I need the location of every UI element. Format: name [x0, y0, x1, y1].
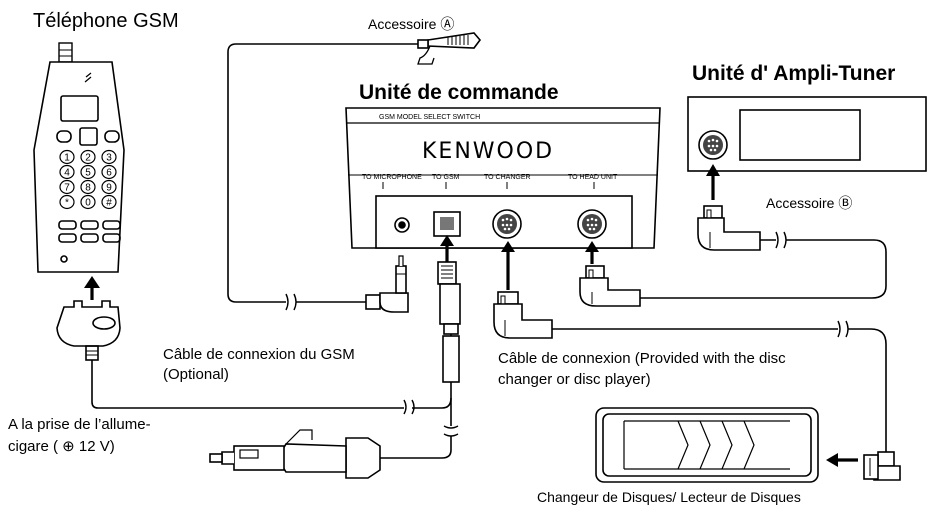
phone-key-label: 9	[106, 183, 112, 194]
lighter-plug	[209, 429, 452, 479]
conn-cable-label-line2: changer or disc player)	[498, 371, 651, 388]
adapter-cable	[91, 360, 412, 409]
phone-key	[80, 194, 96, 210]
gsm-cable-lower	[412, 382, 452, 409]
head-unit-arrow	[585, 241, 599, 264]
amp-tuner-unit	[687, 96, 927, 172]
port-label-head-unit: TO HEAD UNIT	[568, 174, 618, 181]
port-label-changer: TO CHANGER	[484, 174, 531, 181]
phone-key-label: 1	[64, 153, 70, 164]
phone-key	[101, 149, 117, 165]
phone-key-label: *	[65, 198, 69, 209]
changer-input-arrow	[826, 453, 858, 467]
port-head-unit	[577, 209, 607, 239]
amp-tuner-title: Unité d' Ampli-Tuner	[692, 62, 896, 85]
phone-key-label: 6	[106, 168, 112, 179]
gsm-plug	[437, 261, 461, 335]
lighter-label-line2: cigare ( ⊕ 12 V)	[8, 438, 115, 455]
gsm-ferrite	[442, 335, 460, 383]
phone-key-label: #	[106, 198, 112, 209]
phone-key	[80, 149, 96, 165]
changer-end-plug	[863, 451, 901, 481]
phone-key	[59, 194, 75, 210]
phone-adapter	[56, 300, 121, 361]
port-gsm	[433, 211, 461, 237]
phone-title: Téléphone GSM	[33, 10, 179, 32]
amp-tuner-plug	[697, 205, 761, 251]
phone-key-label: 3	[106, 153, 112, 164]
adapter-cable-break	[403, 399, 415, 415]
gsm-cable-label-line2: (Optional)	[163, 366, 229, 383]
accessory-b-label: Accessoire Ⓑ	[766, 195, 853, 211]
changer-arrow	[501, 241, 515, 290]
phone-key	[101, 194, 117, 210]
changer-plug	[493, 291, 553, 339]
phone-key-label: 2	[85, 153, 91, 164]
head-unit-cable	[640, 239, 887, 299]
mic-plug	[365, 255, 409, 313]
phone-key-label: 5	[85, 168, 91, 179]
lighter-label-line1: A la prise de l’allume-	[8, 416, 151, 433]
amp-tuner-arrow	[706, 164, 720, 200]
port-microphone	[394, 217, 410, 233]
phone-keypad: 1 2 3 4 5 6 7 8 9 * 0 #	[59, 149, 117, 210]
phone-key-label: 0	[85, 198, 91, 209]
gsm-cable-break	[443, 425, 459, 437]
gsm-arrow	[440, 235, 454, 262]
control-unit-title: Unité de commande	[359, 81, 559, 104]
phone-key	[80, 179, 96, 195]
phone-key-label: 8	[85, 183, 91, 194]
phone-key	[59, 164, 75, 180]
select-switch-label: GSM MODEL SELECT SWITCH	[379, 114, 480, 121]
changer-cable-break	[837, 320, 849, 338]
phone-key	[80, 164, 96, 180]
phone-key	[101, 164, 117, 180]
conn-cable-label-line1: Câble de connexion (Provided with the di…	[498, 350, 786, 367]
phone-key	[59, 179, 75, 195]
gsm-phone: 1 2 3 4 5 6 7 8 9 * 0 #	[33, 42, 125, 273]
port-label-microphone: TO MICROPHONE	[362, 174, 422, 181]
accessory-a-label: Accessoire Ⓐ	[368, 16, 455, 32]
phone-key-label: 4	[64, 168, 70, 179]
phone-key-label: 7	[64, 183, 70, 194]
phone-key	[101, 179, 117, 195]
changer-cable	[552, 328, 887, 452]
mic-cable-break	[285, 293, 297, 311]
head-unit-plug	[579, 265, 641, 307]
gsm-cable-label-line1: Câble de connexion du GSM	[163, 346, 355, 363]
head-unit-cable-break	[775, 231, 787, 249]
kenwood-logo: KENWOOD	[422, 139, 554, 164]
adapter-arrow	[84, 276, 100, 300]
microphone-cable	[227, 43, 418, 303]
phone-key	[59, 149, 75, 165]
port-changer	[492, 209, 522, 239]
microphone	[417, 32, 482, 65]
disc-changer	[595, 407, 819, 483]
changer-label: Changeur de Disques/ Lecteur de Disques	[537, 489, 801, 505]
port-label-gsm: TO GSM	[432, 174, 460, 181]
